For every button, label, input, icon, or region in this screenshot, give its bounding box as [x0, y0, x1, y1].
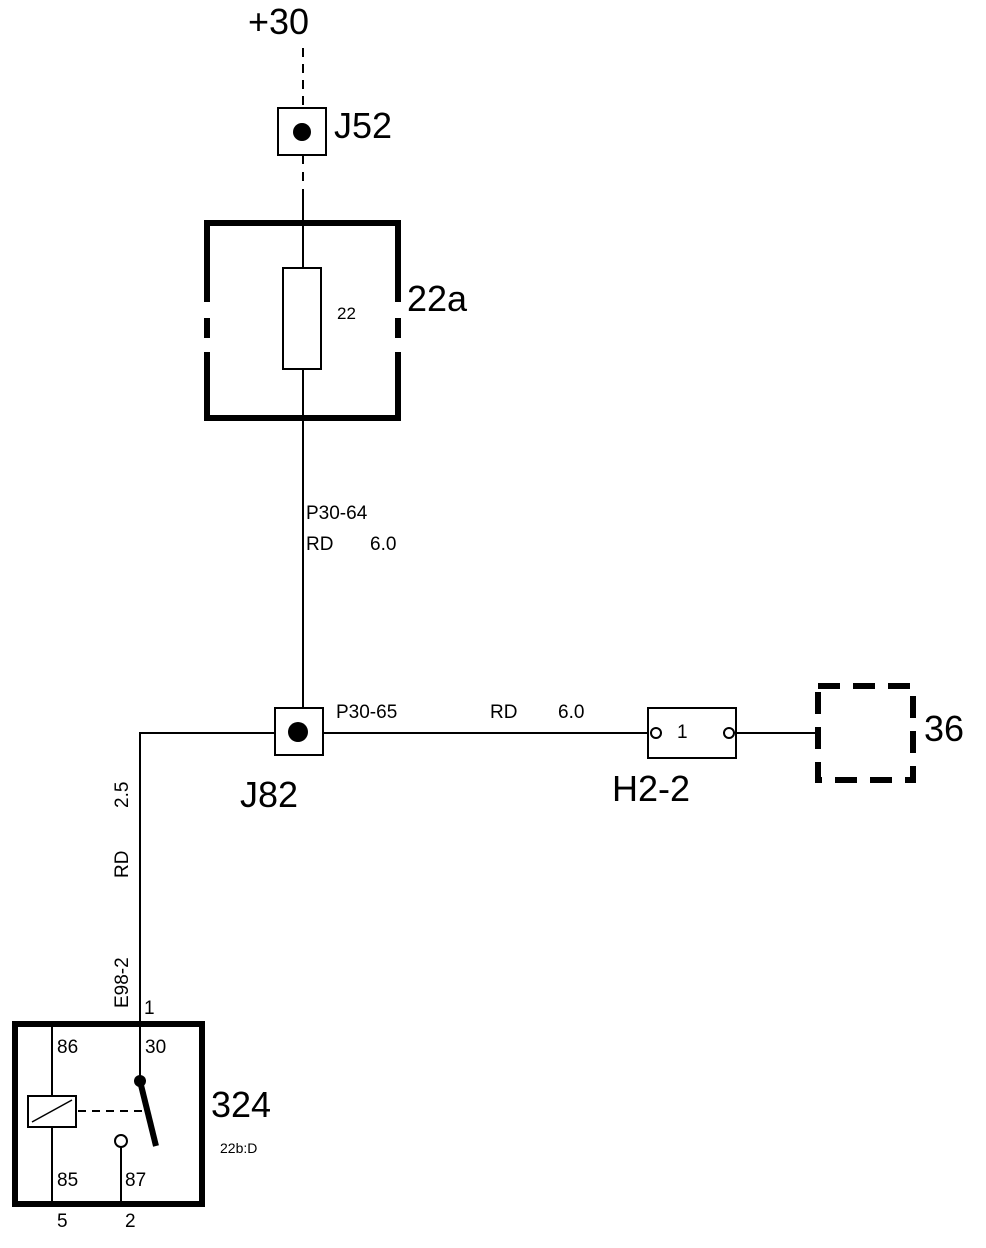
connector-h22-pin-left — [650, 727, 662, 739]
relay-terminal-87: 87 — [125, 1170, 146, 1191]
relay-pin-top: 1 — [144, 998, 155, 1019]
relay-pin-bottom-left: 5 — [57, 1211, 68, 1232]
fuse-element — [282, 267, 322, 370]
wire-left-color: RD — [112, 851, 133, 878]
relay-terminal-30: 30 — [145, 1037, 166, 1058]
connector-j52-dot — [293, 123, 311, 141]
connector-j52-label: J52 — [334, 105, 392, 146]
relay-coil-slash — [31, 1099, 73, 1123]
wire-right-color: RD — [490, 702, 517, 723]
component-36-label: 36 — [924, 708, 964, 749]
relay-label: 324 — [211, 1084, 271, 1125]
wire-left — [139, 732, 275, 1024]
relay-ref: 22b:D — [220, 1140, 257, 1156]
fuse-box-label: 22a — [407, 278, 468, 319]
relay-terminal-86: 86 — [57, 1037, 78, 1058]
connector-j82-box — [274, 707, 324, 756]
connector-h22-pin-number: 1 — [677, 722, 688, 743]
fuse-number: 22 — [337, 304, 356, 323]
relay-box — [12, 1021, 205, 1207]
supply-label: +30 — [248, 1, 309, 42]
relay-switch-blade — [137, 1080, 159, 1147]
relay-terminal-85: 85 — [57, 1170, 78, 1191]
connector-j82-dot — [288, 722, 308, 742]
connector-h22-label: H2-2 — [612, 768, 690, 809]
wire-upper-id: P30-64 — [306, 503, 368, 524]
wire-right-id: P30-65 — [336, 702, 397, 723]
wire-upper-color: RD — [306, 534, 333, 555]
relay-pin-bottom-right: 2 — [125, 1211, 136, 1232]
wire-upper-size: 6.0 — [370, 534, 396, 555]
wire-right-size: 6.0 — [558, 702, 584, 723]
component-36-box — [815, 683, 916, 783]
wire-left-id: E98-2 — [112, 957, 133, 1008]
wire-left-size: 2.5 — [112, 782, 133, 808]
connector-h22-pin-right — [723, 727, 735, 739]
connector-j82-label: J82 — [240, 774, 298, 815]
relay-contact-87 — [114, 1134, 128, 1148]
